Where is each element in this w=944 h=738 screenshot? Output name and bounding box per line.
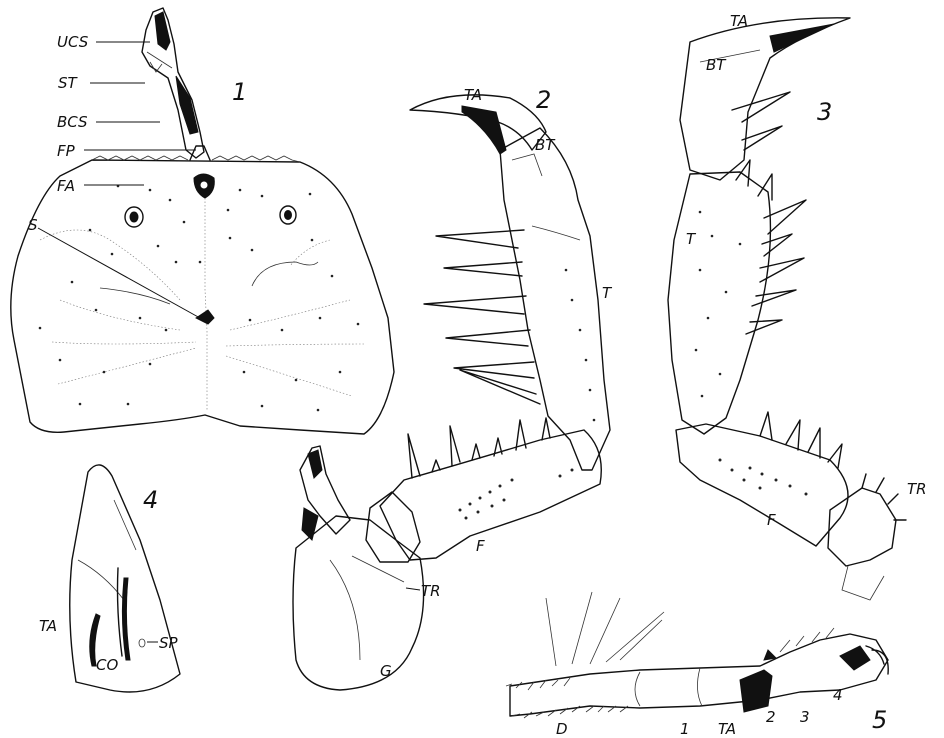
- figure-1-frontal-process: [190, 146, 210, 160]
- figure-2-label-tr: TR: [421, 582, 441, 600]
- figure-3-label-tr: TR: [907, 480, 927, 498]
- figure-3-femur: [676, 424, 848, 546]
- figure-3-label-f: F: [767, 511, 776, 529]
- figure-1-label-ucs: UCS: [57, 33, 89, 51]
- figure-3-femoral-spines: [760, 412, 842, 468]
- figure-2-label-bt: BT: [535, 136, 556, 154]
- figure-5-label-seg2: 2: [766, 708, 776, 726]
- figure-5-label-d: D: [556, 720, 568, 738]
- figure-1-label-fa: FA: [57, 177, 75, 195]
- figure-1-carapace: UCS ST BCS FP FA S 1: [11, 8, 394, 434]
- figure-4-label-ta: TA: [39, 617, 57, 635]
- figure-5-label-seg1: 1: [680, 720, 690, 738]
- figure-2-granules: [459, 269, 596, 520]
- figure-1-label-fp: FP: [57, 142, 76, 160]
- figure-4-label-sp: SP: [159, 634, 179, 652]
- figure-2-label-t: T: [602, 284, 613, 302]
- figure-4-tooth: 4 TA CO SP: [39, 465, 180, 692]
- figure-2-pedipalp: 2 TA BT T F TR G: [293, 86, 613, 690]
- figure-2-label-ta: TA: [464, 86, 482, 104]
- figure-1-carapace-outline: [11, 160, 394, 434]
- figure-1-label-bcs: BCS: [57, 113, 88, 131]
- figure-5-leg-outline: [510, 634, 888, 716]
- figure-1-chelicera: [142, 8, 204, 158]
- figure-3-pedipalp: TA BT 3 T F TR: [668, 12, 927, 600]
- figure-1-chelicera-shading: [176, 76, 198, 134]
- figure-1-label-st: ST: [58, 74, 79, 92]
- figure-3-trochanter: [828, 488, 896, 566]
- figure-2-tibial-spines: [424, 230, 540, 404]
- figure-5-setae: [546, 592, 664, 666]
- figure-2-number: 2: [536, 86, 551, 114]
- figure-4-spiracle: [139, 639, 145, 647]
- figure-3-number: 3: [817, 98, 832, 126]
- figure-4-number: 4: [143, 486, 158, 514]
- figure-3-label-bt: BT: [706, 56, 727, 74]
- figure-2-label-f: F: [476, 537, 485, 555]
- figure-3-granules: [695, 211, 808, 496]
- figure-3-label-ta: TA: [730, 12, 748, 30]
- figure-2-tibia: [500, 128, 610, 470]
- figure-5-label-seg3: 3: [800, 708, 810, 726]
- figure-4-label-co: CO: [96, 656, 118, 674]
- figure-3-tibia: [668, 172, 770, 434]
- figure-3-label-t: T: [686, 230, 697, 248]
- figure-1-number: 1: [232, 78, 247, 106]
- figure-1-leader-s: [38, 228, 200, 318]
- figure-2-leader-tr: [406, 588, 420, 590]
- figure-1-label-s: S: [28, 216, 38, 234]
- figure-2-femur: [380, 430, 601, 560]
- figure-5-leg: D 1 TA 2 3 4 5: [506, 592, 888, 738]
- figure-2-femoral-spines: [408, 418, 550, 478]
- figure-2-label-g: G: [380, 662, 392, 680]
- figure-5-number: 5: [872, 706, 887, 734]
- figure-5-joint: [740, 670, 772, 712]
- figure-5-label-seg4: 4: [833, 686, 843, 704]
- figure-5-label-ta: TA: [718, 720, 736, 738]
- figure-3-tibial-spines: [736, 160, 806, 334]
- figure-2-coxa: [293, 516, 424, 690]
- figure-1-pits: [39, 185, 360, 412]
